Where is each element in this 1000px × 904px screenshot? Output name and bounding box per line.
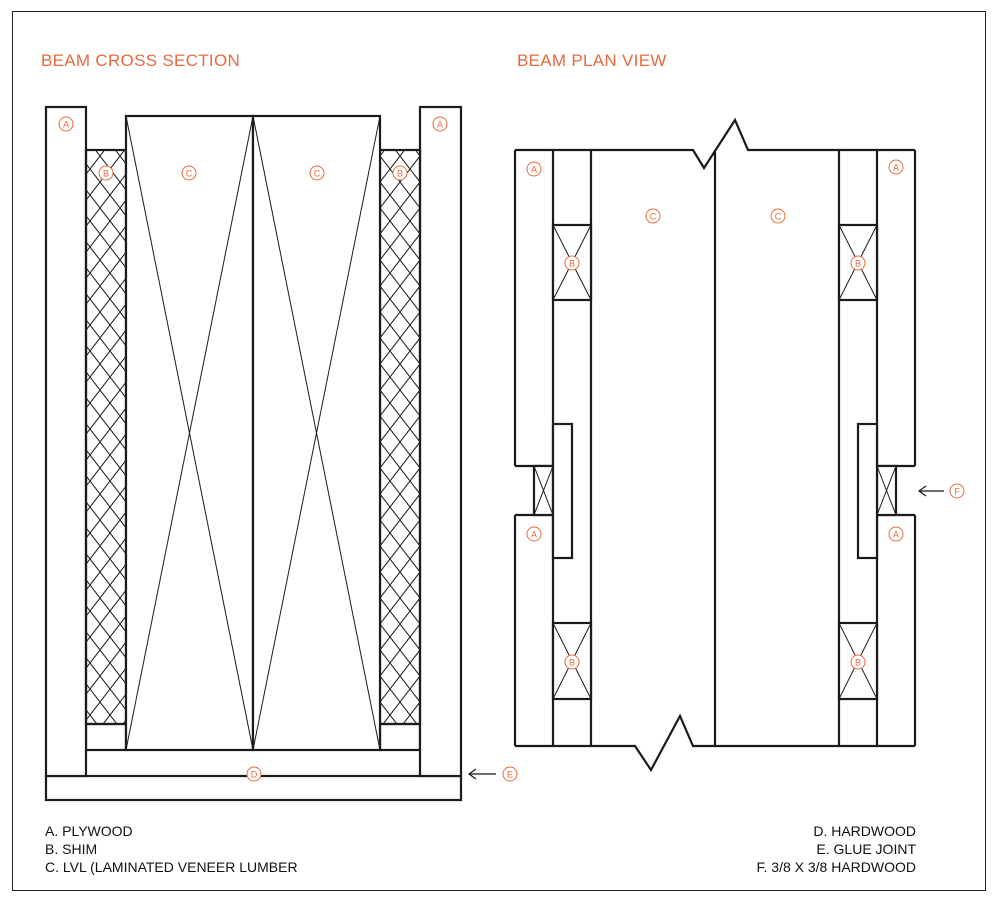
label-b: B [850,255,866,271]
label-a: A [526,526,542,542]
label-c: C [181,165,197,181]
svg-text:B: B [397,169,403,179]
label-a: A [888,159,904,175]
legend-left: A. PLYWOOD B. SHIM C. LVL (LAMINATED VEN… [45,822,298,876]
shim-block-left-top [551,223,593,302]
label-a: A [432,116,448,132]
plywood-right-upper [875,150,915,468]
cross-section-title: BEAM CROSS SECTION [41,51,241,70]
lvl-left-diagonal [125,115,254,751]
label-a: A [526,161,542,177]
cross-section-labels: A A B B C C D E [58,116,518,782]
svg-text:A: A [531,530,537,540]
label-b: B [850,654,866,670]
label-a: A [888,526,904,542]
svg-text:B: B [103,169,109,179]
legend-item-shim: B. SHIM [45,841,98,857]
svg-text:C: C [186,169,193,179]
svg-text:A: A [63,120,69,130]
svg-text:E: E [507,770,513,780]
glue-joint-arrowhead [467,768,477,780]
label-d: D [246,766,262,782]
lvl-right-diagonal [252,115,381,751]
label-f: F [949,483,965,499]
hardwood-arrowhead [917,485,927,497]
legend-right: D. HARDWOOD E. GLUE JOINT F. 3/8 X 3/8 H… [757,822,916,876]
plywood-left [44,105,88,778]
legend-item-hardwood-square: F. 3/8 X 3/8 HARDWOOD [756,859,916,875]
bottom-block-left [84,722,128,752]
svg-text:D: D [251,770,258,780]
svg-text:C: C [775,212,782,222]
plywood-right [418,105,463,778]
top-break-line [515,117,915,171]
plan-view-title: BEAM PLAN VIEW [517,51,667,70]
shim-right [378,148,422,726]
label-a: A [58,116,74,132]
svg-text:B: B [855,658,861,668]
legend-item-plywood: A. PLYWOOD [45,823,133,839]
legend-item-lvl: C. LVL (LAMINATED VENEER LUMBER [45,859,298,875]
plywood-right-lower [875,513,915,746]
svg-text:A: A [531,165,537,175]
label-c: C [770,208,786,224]
legend-item-glue-joint: E. GLUE JOINT [816,841,916,857]
shim-left [84,148,128,726]
plywood-left-upper [515,150,555,468]
bottom-block-right [378,722,422,752]
label-b: B [392,165,408,181]
splice-plate-right [856,422,879,560]
cross-section [44,105,496,802]
label-b: B [564,255,580,271]
label-c: C [309,165,325,181]
svg-text:C: C [314,169,321,179]
label-e: E [502,766,518,782]
splice-plate-left [551,422,574,560]
svg-text:B: B [569,259,575,269]
label-b: B [98,165,114,181]
svg-text:F: F [954,487,960,497]
svg-text:B: B [569,658,575,668]
label-c: C [645,208,661,224]
drawing-frame [12,11,986,891]
svg-text:B: B [855,259,861,269]
label-b: B [564,654,580,670]
bottom-break-line [515,713,915,773]
svg-text:A: A [437,120,443,130]
plan-view-labels: A A A A C C B B B B F [526,159,965,670]
plan-view [513,117,944,773]
legend-item-hardwood: D. HARDWOOD [813,823,916,839]
svg-text:A: A [893,530,899,540]
svg-text:A: A [893,163,899,173]
plywood-left-lower [515,513,555,746]
svg-text:C: C [650,212,657,222]
